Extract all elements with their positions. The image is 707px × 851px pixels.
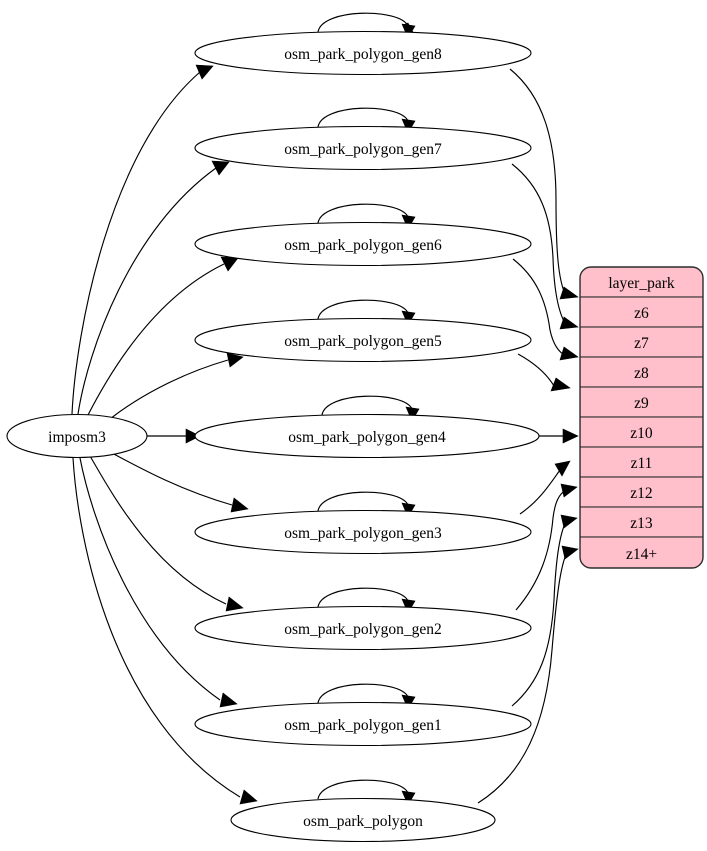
- table-cell-z10-label: z10: [630, 425, 653, 442]
- self-loop-gen1: [317, 683, 409, 704]
- arrowhead-base-z14: [561, 545, 579, 560]
- node-gen8[interactable]: osm_park_polygon_gen8: [194, 30, 532, 76]
- node-base-shape[interactable]: [230, 797, 496, 843]
- arrowhead-imposm3-gen4: [185, 428, 201, 444]
- self-loop-gen4: [321, 395, 413, 416]
- table-cell-z9-label: z9: [634, 395, 649, 412]
- self-loop-edges: [317, 12, 420, 806]
- node-gen4-shape[interactable]: [194, 413, 540, 459]
- node-gen8-shape[interactable]: [194, 30, 532, 76]
- node-gen3-label: osm_park_polygon_gen3: [284, 525, 442, 542]
- node-gen4[interactable]: osm_park_polygon_gen4: [194, 413, 540, 459]
- self-loop-base: [317, 779, 409, 800]
- arrowhead-imposm3-gen7: [211, 160, 230, 176]
- node-gen4-label: osm_park_polygon_gen4: [288, 429, 446, 446]
- table-row-z9[interactable]: [580, 386, 703, 418]
- node-gen3[interactable]: osm_park_polygon_gen3: [194, 509, 532, 555]
- node-gen3-shape[interactable]: [194, 509, 532, 555]
- node-base[interactable]: osm_park_polygon: [230, 797, 496, 843]
- node-gen7[interactable]: osm_park_polygon_gen7: [194, 125, 532, 171]
- node-gen5-shape[interactable]: [194, 317, 532, 363]
- table-row-z14plus[interactable]: [580, 536, 703, 568]
- table-cell-z7-label: z7: [634, 335, 649, 352]
- edge-gen1-to-z13: [511, 520, 567, 707]
- node-gen2[interactable]: osm_park_polygon_gen2: [194, 605, 532, 651]
- edges-to-layer-park: [477, 68, 579, 804]
- layer-park-table[interactable]: layer_park z6 z7 z8 z9 z10 z11 z12 z13 z…: [579, 266, 704, 569]
- arrowhead-self-loop-base: [401, 790, 416, 806]
- node-gen1-label: osm_park_polygon_gen1: [284, 717, 442, 734]
- table-row-z8[interactable]: [580, 356, 703, 388]
- node-gen2-shape[interactable]: [194, 605, 532, 651]
- table-cell-z6-label: z6: [634, 305, 649, 322]
- node-gen6-label: osm_park_polygon_gen6: [284, 237, 442, 254]
- arrowhead-gen6-z8: [559, 346, 579, 361]
- arrowhead-imposm3-gen2: [225, 596, 244, 612]
- self-loop-gen5: [317, 299, 409, 320]
- node-base-label: osm_park_polygon: [303, 813, 423, 830]
- edge-gen8-to-z6: [509, 68, 567, 297]
- table-cell-z8-label: z8: [634, 365, 649, 382]
- arrowhead-gen8-z6: [559, 286, 579, 300]
- table-cell-z14plus-label: z14+: [626, 546, 657, 563]
- edge-gen7-to-z7: [511, 163, 567, 326]
- self-loop-gen8: [317, 12, 409, 33]
- node-gen2-label: osm_park_polygon_gen2: [284, 621, 442, 638]
- node-gen8-label: osm_park_polygon_gen8: [284, 46, 442, 63]
- arrowhead-gen7-z7: [559, 316, 579, 330]
- arrowhead-gen1-z13: [560, 514, 578, 529]
- node-gen1-shape[interactable]: [194, 701, 532, 747]
- node-gen5[interactable]: osm_park_polygon_gen5: [194, 317, 532, 363]
- edge-gen3-to-z11: [519, 469, 561, 515]
- table-outline: [579, 266, 704, 569]
- arrowhead-imposm3-base: [239, 789, 258, 805]
- node-imposm3[interactable]: imposm3: [6, 413, 148, 459]
- table-header-label: layer_park: [608, 275, 675, 292]
- self-loop-gen3: [317, 491, 409, 512]
- table-cell-z12-label: z12: [630, 485, 652, 502]
- self-loop-gen2: [317, 587, 409, 608]
- table-row-z7[interactable]: [580, 326, 703, 358]
- edge-gen6-to-z8: [512, 258, 567, 357]
- arrowhead-imposm3-gen3: [230, 497, 249, 513]
- edge-imposm3-to-gen7: [77, 167, 217, 415]
- edge-imposm3-to-gen1: [79, 457, 221, 701]
- node-gen6[interactable]: osm_park_polygon_gen6: [194, 221, 532, 267]
- edge-imposm3-to-gen2: [89, 455, 227, 605]
- edges-from-imposm3: [71, 64, 258, 805]
- node-gen1[interactable]: osm_park_polygon_gen1: [194, 701, 532, 747]
- arrowhead-imposm3-gen8: [195, 64, 214, 80]
- node-gen7-label: osm_park_polygon_gen7: [284, 141, 442, 158]
- node-imposm3-shape[interactable]: [6, 413, 148, 459]
- graph-nodes: imposm3 osm_park_polygon_gen8 osm_park_p…: [6, 30, 540, 843]
- edge-imposm3-to-gen8: [71, 71, 201, 415]
- self-loop-gen6: [317, 203, 409, 224]
- arrowhead-imposm3-gen5: [226, 352, 244, 368]
- node-gen6-shape[interactable]: [194, 221, 532, 267]
- table-cell-z11-label: z11: [631, 455, 653, 472]
- arrowhead-gen4-z10: [562, 428, 579, 444]
- node-imposm3-label: imposm3: [48, 429, 106, 446]
- arrowhead-gen5-z9: [550, 377, 571, 392]
- edge-imposm3-to-gen5: [109, 359, 229, 420]
- edge-gen2-to-z12: [515, 489, 567, 611]
- edge-imposm3-to-gen6: [87, 263, 225, 416]
- edge-imposm3-to-base: [72, 457, 241, 798]
- arrowhead-gen2-z12: [560, 483, 578, 498]
- node-gen5-label: osm_park_polygon_gen5: [284, 333, 442, 350]
- node-gen7-shape[interactable]: [194, 125, 532, 171]
- table-cell-z13-label: z13: [630, 515, 653, 532]
- arrowhead-imposm3-gen1: [219, 692, 238, 708]
- arrowhead-gen3-z11: [554, 460, 571, 477]
- edge-base-to-z14: [477, 551, 568, 804]
- self-loop-gen7: [317, 107, 409, 128]
- edge-gen5-to-z9: [517, 353, 555, 387]
- edge-imposm3-to-gen3: [111, 452, 233, 506]
- table-row-z6[interactable]: [580, 296, 703, 328]
